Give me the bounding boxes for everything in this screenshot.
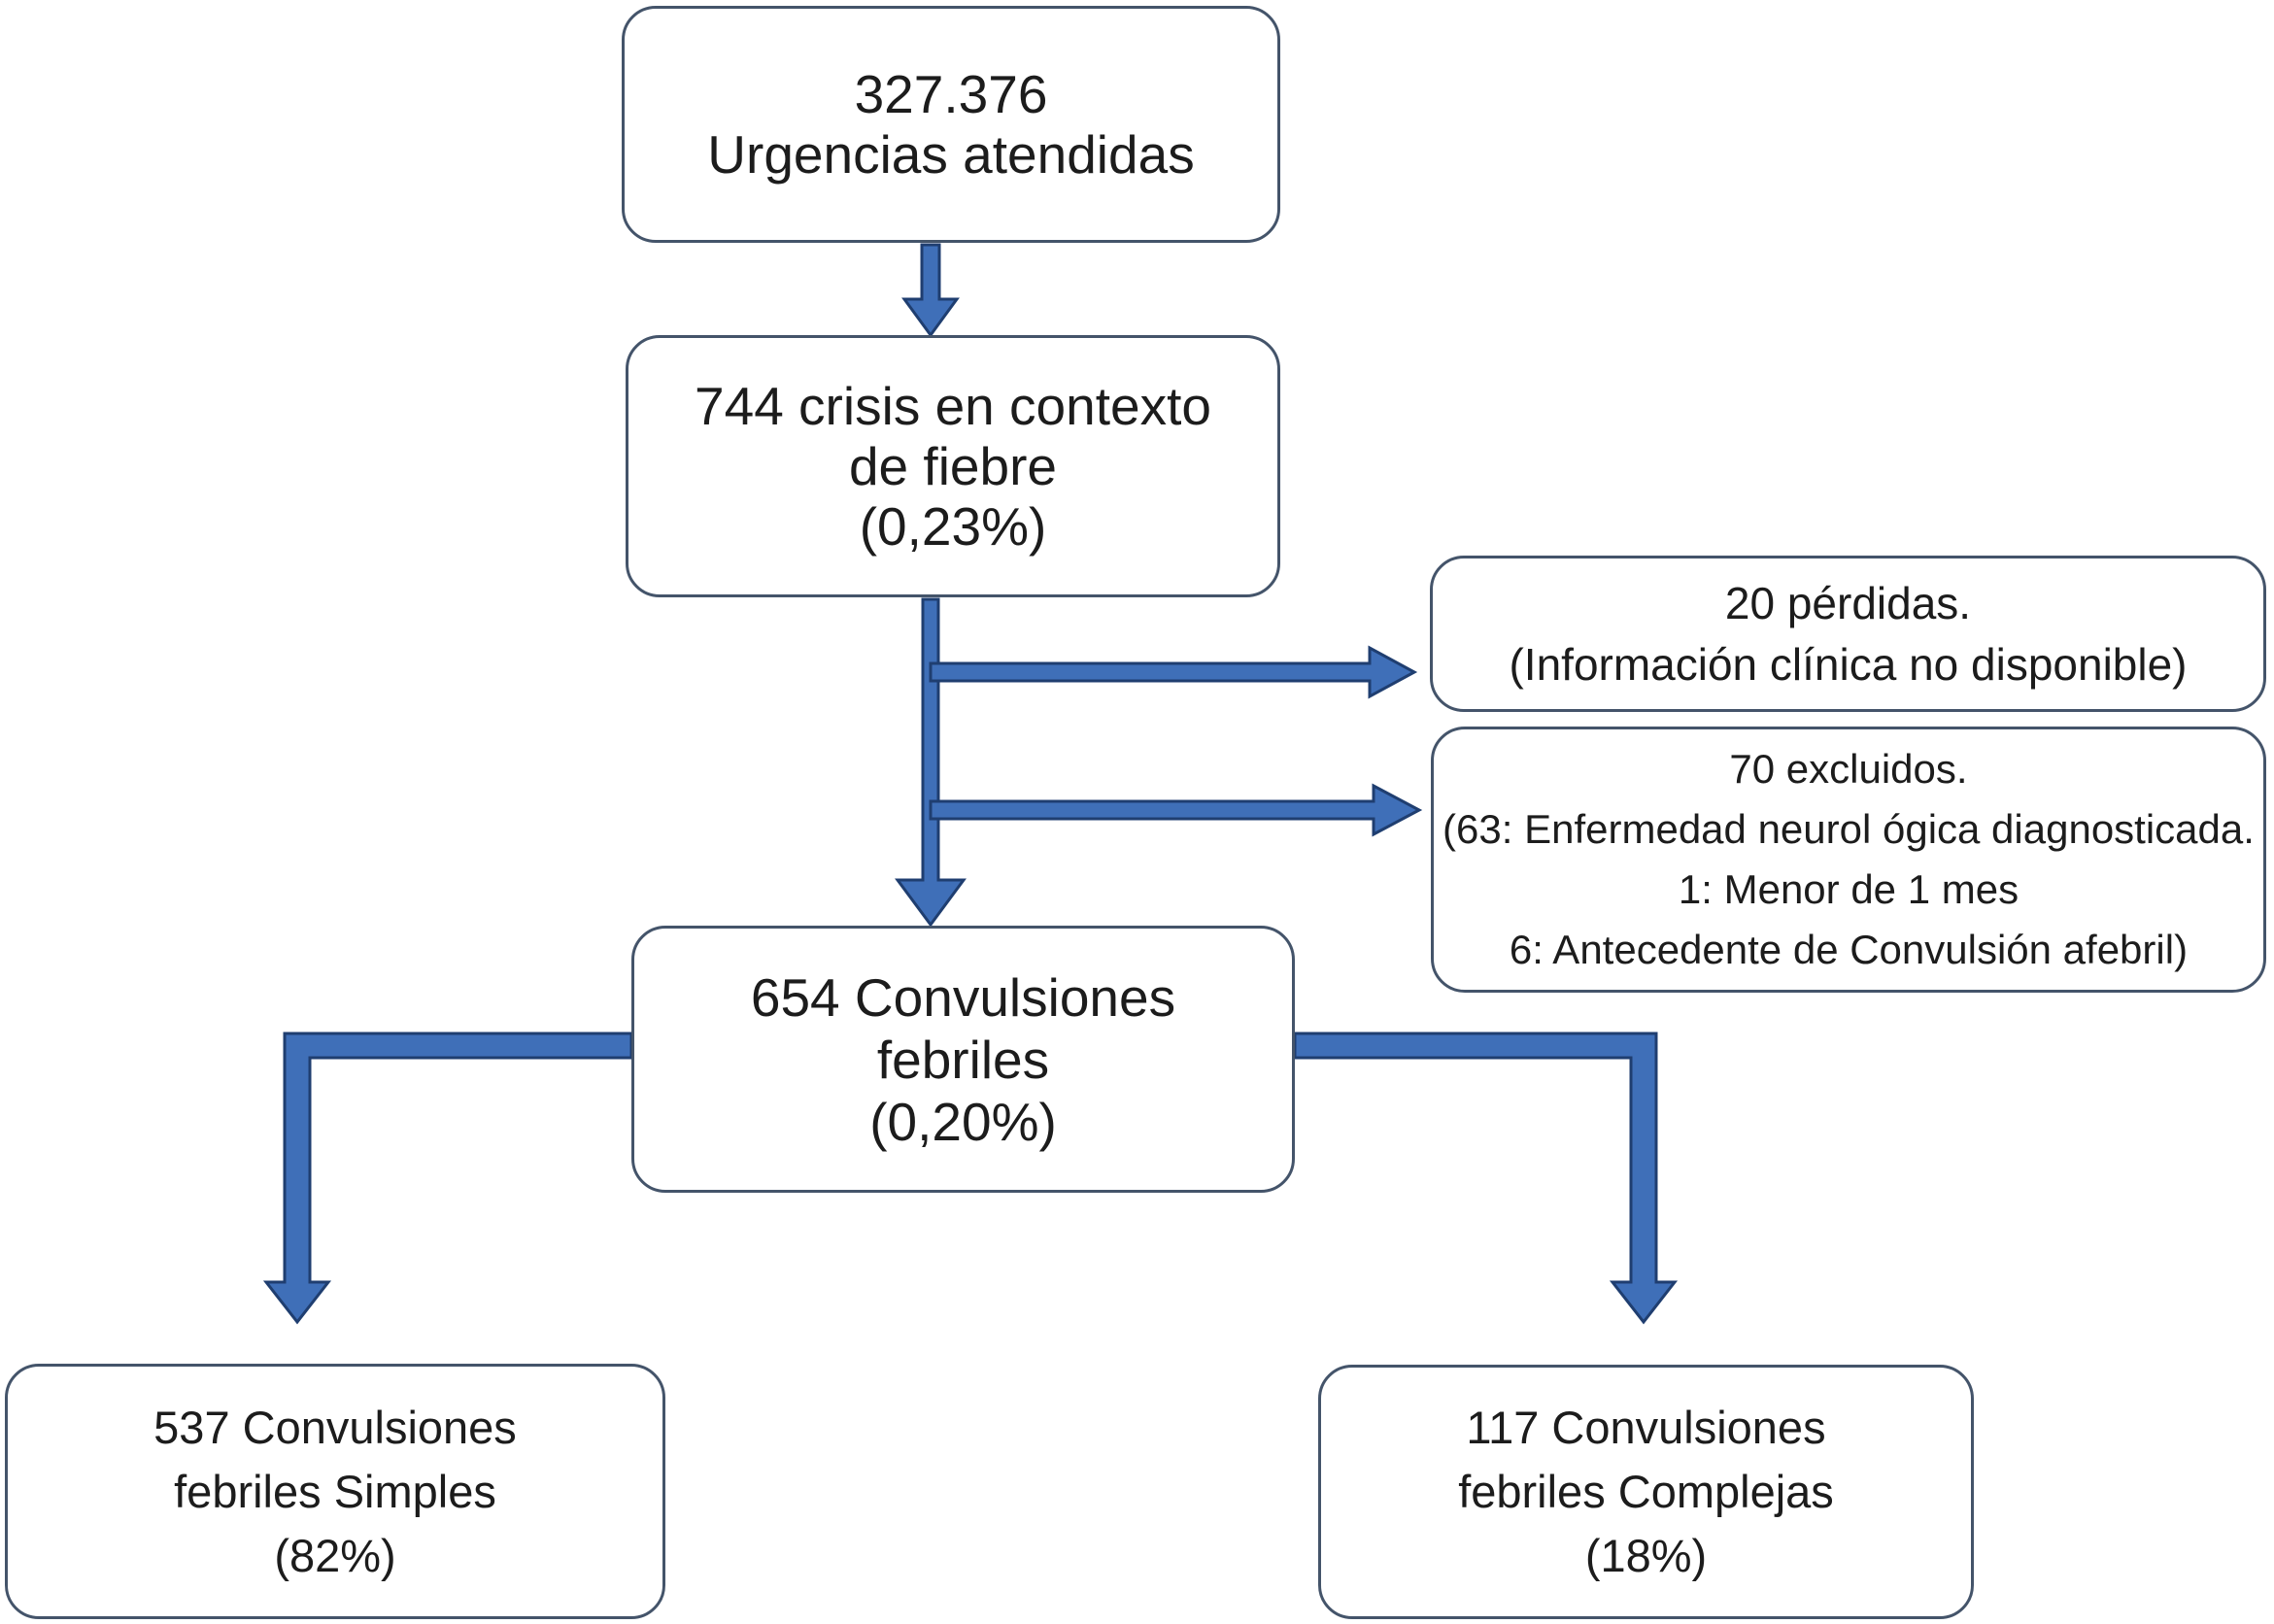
box-line: (0,23%) (859, 496, 1047, 557)
arrow-to-perdidas (929, 645, 1418, 699)
box-line: Urgencias atendidas (707, 124, 1195, 185)
box-line: (82%) (274, 1529, 396, 1581)
box-convulsiones-complejas: 117 Convulsiones febriles Complejas (18%… (1318, 1365, 1974, 1619)
box-crisis-fiebre: 744 crisis en contexto de fiebre (0,23%) (626, 335, 1280, 597)
box-line: de fiebre (848, 436, 1058, 496)
arrow-convulsiones-to-complejas (1293, 1032, 1679, 1325)
box-line: 537 Convulsiones (153, 1401, 517, 1453)
box-line: febriles (876, 1029, 1050, 1090)
box-urgencias-atendidas: 327.376 Urgencias atendidas (622, 6, 1280, 243)
box-line: (0,20%) (869, 1091, 1057, 1152)
box-line: 327.376 (854, 64, 1048, 124)
box-perdidas: 20 pérdidas. (Información clínica no dis… (1430, 556, 2266, 712)
box-line: (63: Enfermedad neurol ógica diagnostica… (1442, 806, 2255, 852)
box-line: (18%) (1584, 1530, 1708, 1581)
arrow-convulsiones-to-simples (262, 1032, 633, 1325)
box-line: 654 Convulsiones (750, 966, 1176, 1028)
arrow-crisis-to-convulsiones (895, 597, 967, 928)
box-line: febriles Complejas (1458, 1466, 1834, 1517)
box-line: febriles Simples (174, 1465, 496, 1517)
arrow-urgencias-to-crisis (901, 243, 960, 338)
box-line: 20 pérdidas. (1724, 577, 1972, 628)
arrow-to-excluidos (929, 783, 1423, 837)
box-line: 117 Convulsiones (1466, 1402, 1826, 1453)
box-line: 1: Menor de 1 mes (1678, 866, 2019, 912)
box-line: 6: Antecedente de Convulsión afebril) (1509, 927, 2189, 972)
box-excluidos: 70 excluidos. (63: Enfermedad neurol ógi… (1431, 727, 2266, 993)
box-convulsiones-simples: 537 Convulsiones febriles Simples (82%) (5, 1364, 665, 1619)
box-convulsiones-febriles: 654 Convulsiones febriles (0,20%) (631, 926, 1295, 1193)
box-line: (Información clínica no disponible) (1509, 638, 2188, 690)
box-line: 70 excluidos. (1729, 746, 1968, 792)
box-line: 744 crisis en contexto (695, 376, 1211, 436)
